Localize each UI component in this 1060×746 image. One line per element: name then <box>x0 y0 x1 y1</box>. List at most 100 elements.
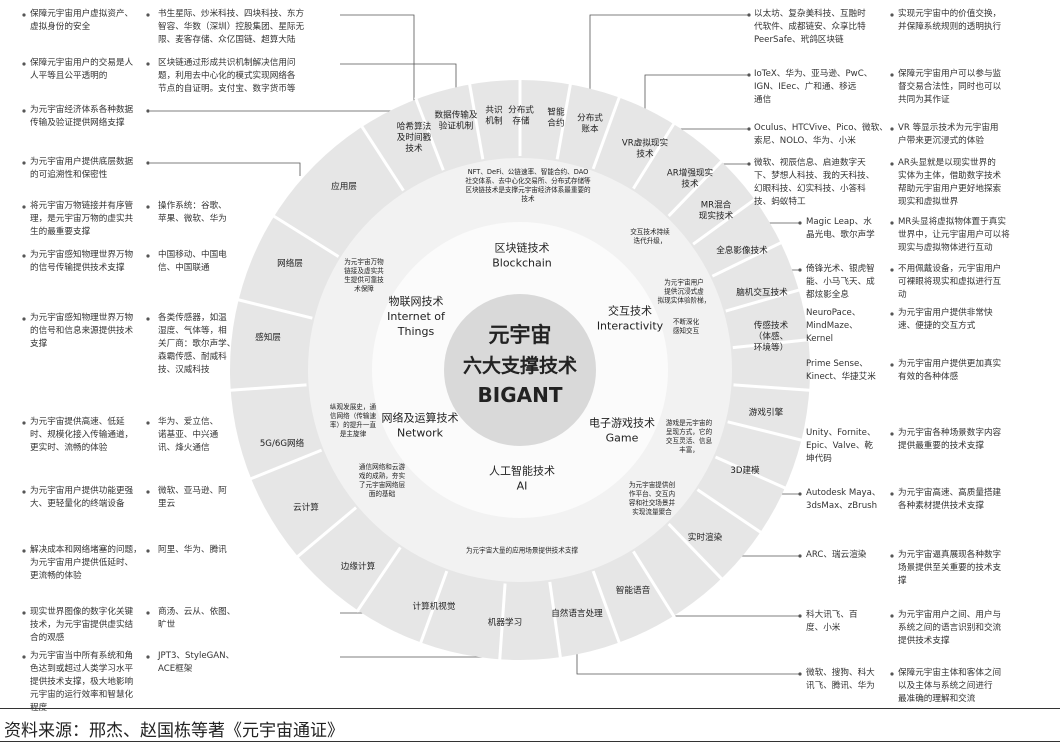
segment-divider <box>732 337 811 350</box>
leader-dot <box>22 62 26 66</box>
left-annotation: 为元宇宙用户提供功能更强 大、更轻量化的终端设备 <box>30 486 134 509</box>
right-annotation: VR 等显示技术为元宇宙用 户带来更沉浸式的体验 <box>898 123 999 146</box>
leader-dot <box>22 205 26 209</box>
right-annotation: 为元宇宙用户提供更加真实 有效的各种体感 <box>898 359 1002 382</box>
right-companies: 微软、视辰信息、启迪数字天 下、梦想人科技、我的天科技、 幻眼科技、幻实科技、小… <box>754 158 875 207</box>
segment-divider <box>667 522 724 582</box>
left-annotation: 将元宇宙万物链接并有序管 理，是元宇宙万物的虚实共 生的最重要支撑 <box>30 201 134 237</box>
leader-dot <box>890 554 894 558</box>
segment-label: 传感技术（体感、环境等） <box>754 319 789 353</box>
left-companies: 区块链通过形成共识机制解决信用问 题，利用去中心化的模式实现网络各 节点的自证明… <box>158 58 296 94</box>
ring-note: 游戏是元宇宙的呈现方式，它的交互灵活、信息丰富， <box>666 418 713 454</box>
leader-dot <box>146 161 150 165</box>
leader-line <box>150 162 301 176</box>
segment-divider <box>733 383 812 392</box>
leader-dot <box>22 611 26 615</box>
leader-dot <box>22 490 26 494</box>
segment-divider <box>418 570 449 645</box>
leader-dot <box>22 655 26 659</box>
segment-label: 哈希算法及时间戳技术 <box>397 120 432 154</box>
center-title-line: 六大支撑技术 <box>463 354 577 377</box>
leader-dot <box>890 221 894 225</box>
leader-dot <box>890 492 894 496</box>
source-rule-top <box>0 708 1060 709</box>
segment-divider <box>236 297 313 320</box>
left-annotation: 为元宇宙经济体系各种数据 传输及验证提供网络支撑 <box>30 105 134 128</box>
leader-dot <box>146 317 150 321</box>
left-annotation: 为元宇宙用户提供底层数据 的可追溯性和保密性 <box>30 157 134 180</box>
leader-dot <box>146 549 150 553</box>
segment-label: 网络层 <box>277 257 303 269</box>
leader-dot <box>890 672 894 676</box>
left-annotation: 现实世界图像的数字化关键 技术，为元宇宙提供虚实结 合的观感 <box>30 607 134 643</box>
segment-divider <box>359 124 405 192</box>
segment-divider <box>714 455 788 491</box>
right-companies: Oculus、HTCVive、Pico、微软、 索尼、NOLO、华为、小米 <box>754 123 888 146</box>
segment-divider <box>228 383 307 392</box>
segment-label: 分布式存储 <box>508 104 534 127</box>
left-companies: 商汤、云从、依图、 旷世 <box>158 607 236 630</box>
ring-note: 纵观发展史，通信网络（传输速率）的提升一直是主旋律 <box>330 402 377 438</box>
segment-label: 分布式账本 <box>577 112 603 135</box>
leader-dot <box>22 549 26 553</box>
right-annotation: 保障元宇宙用户可以参与监 督交易合法性，同时也可以 共同为其作证 <box>898 69 1002 105</box>
leader-dot <box>146 109 150 113</box>
segment-label: 脑机交互技术 <box>736 286 788 298</box>
leader-dot <box>146 611 150 615</box>
leader-dot <box>890 13 894 17</box>
leader-line <box>589 14 749 123</box>
leader-dot <box>146 205 150 209</box>
segment-label: 应用层 <box>331 180 357 192</box>
ring-note: 为元宇宙用户提供沉浸式虚拟现实体验阶梯， <box>658 277 711 304</box>
segment-divider <box>727 420 804 443</box>
segment-label: 云计算 <box>293 501 319 513</box>
right-annotation: AR头显就是以现实世界的 实体为主体，借助数字技术 帮助元宇宙用户更好地探索 现… <box>898 158 1002 207</box>
left-companies: 中国移动、中国电 信、中国联通 <box>158 250 227 273</box>
segment-divider <box>413 96 445 171</box>
segment-divider <box>591 570 622 645</box>
leader-dot <box>890 432 894 436</box>
right-companies: Autodesk Maya、 3dsMax、zBrush <box>806 488 881 511</box>
ring-note: 为元宇宙大量的应用场景提供技术支撑 <box>466 545 578 554</box>
segment-divider <box>591 95 622 170</box>
leader-dot <box>22 109 26 113</box>
right-companies: Prime Sense、 Kinect、华捷艾米 <box>806 359 876 382</box>
leader-dot <box>22 421 26 425</box>
leader-dot <box>146 254 150 258</box>
right-annotation: 为元宇宙用户提供非常快 速、便捷的交互方式 <box>898 308 993 331</box>
leader-dot <box>22 254 26 258</box>
right-annotation: 保障元宇宙主体和客体之间 以及主体与系统之间进行 最准确的理解和交流 <box>898 668 1002 704</box>
right-companies: 倚锋光术、银虎智 能、小马飞天、成 都炫影全息 <box>806 264 875 300</box>
left-companies: 微软、亚马逊、阿 里云 <box>158 486 227 509</box>
segment-divider <box>295 506 358 559</box>
leader-dot <box>22 161 26 165</box>
segment-divider <box>632 550 677 619</box>
center-title-line: 元宇宙 <box>489 323 552 347</box>
segment-divider <box>555 82 573 160</box>
segment-labels: 哈希算法及时间戳技术数据传输及验证机制共识机制分布式存储智能合约分布式账本VR虚… <box>255 104 788 629</box>
right-companies: Magic Leap、水 晶光电、歌尔声学 <box>806 217 875 240</box>
leader-dot <box>890 73 894 77</box>
right-companies: 以太坊、复杂美科技、互融时 代软件、成都链安、众享比特 PeerSafe、玳鸽区… <box>754 9 866 45</box>
ring-note: 交互技术持续迭代升级， <box>630 227 670 245</box>
segment-divider <box>711 240 784 278</box>
leader-dot <box>146 490 150 494</box>
leader-dot <box>890 614 894 618</box>
left-annotation: 为元宇宙感知物理世界万物 的信号传输提供技术支撑 <box>30 250 134 273</box>
right-annotation: MR头显将虚拟物体置于真实 世界中，让元宇宙用户可以将 现实与虚拟物体进行互动 <box>898 217 1010 253</box>
segment-label: 边缘计算 <box>341 560 376 572</box>
left-annotation: 为元宇宙感知物理世界万物 的信号和信息来源提供技术 支撑 <box>30 313 134 349</box>
segment-divider <box>355 546 402 613</box>
segment-label: 智能合约 <box>547 106 565 129</box>
right-companies: 微软、搜狗、科大 讯飞、腾讯、华为 <box>806 668 875 691</box>
ring-note: 通信网络和云游戏的成熟，夯实了元宇宙网络层面的基础 <box>359 462 406 498</box>
segment-label: 3D建模 <box>730 464 760 476</box>
segment-label: 实时渲染 <box>688 531 723 543</box>
core-circle <box>444 294 596 446</box>
segment-label: 感知层 <box>255 331 281 343</box>
